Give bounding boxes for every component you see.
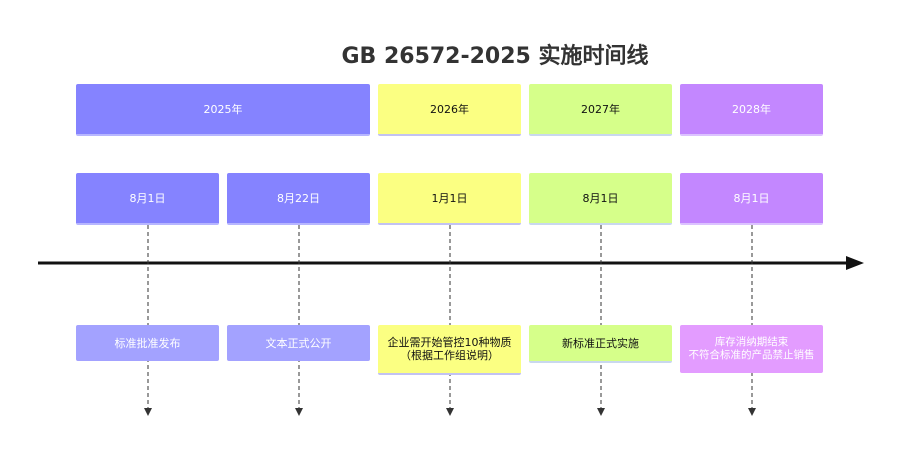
date-box-4: 8月1日 bbox=[529, 173, 672, 225]
timeline-axis-arrowhead bbox=[846, 256, 864, 270]
event-box-5: 库存消纳期结束 不符合标准的产品禁止销售 bbox=[680, 325, 823, 373]
event-box-1: 标准批准发布 bbox=[76, 325, 219, 361]
date-box-2: 8月22日 bbox=[227, 173, 370, 225]
event-box-2: 文本正式公开 bbox=[227, 325, 370, 361]
section-2028: 2028年 bbox=[680, 84, 823, 136]
date-box-3: 1月1日 bbox=[378, 173, 521, 225]
date-box-5: 8月1日 bbox=[680, 173, 823, 225]
event-box-3: 企业需开始管控10种物质 （根据工作组说明） bbox=[378, 325, 521, 375]
section-2027: 2027年 bbox=[529, 84, 672, 136]
event-box-4: 新标准正式实施 bbox=[529, 325, 672, 363]
diagram-title: GB 26572-2025 实施时间线 bbox=[341, 44, 649, 69]
section-2026: 2026年 bbox=[378, 84, 521, 136]
date-box-1: 8月1日 bbox=[76, 173, 219, 225]
section-2025: 2025年 bbox=[76, 84, 370, 136]
